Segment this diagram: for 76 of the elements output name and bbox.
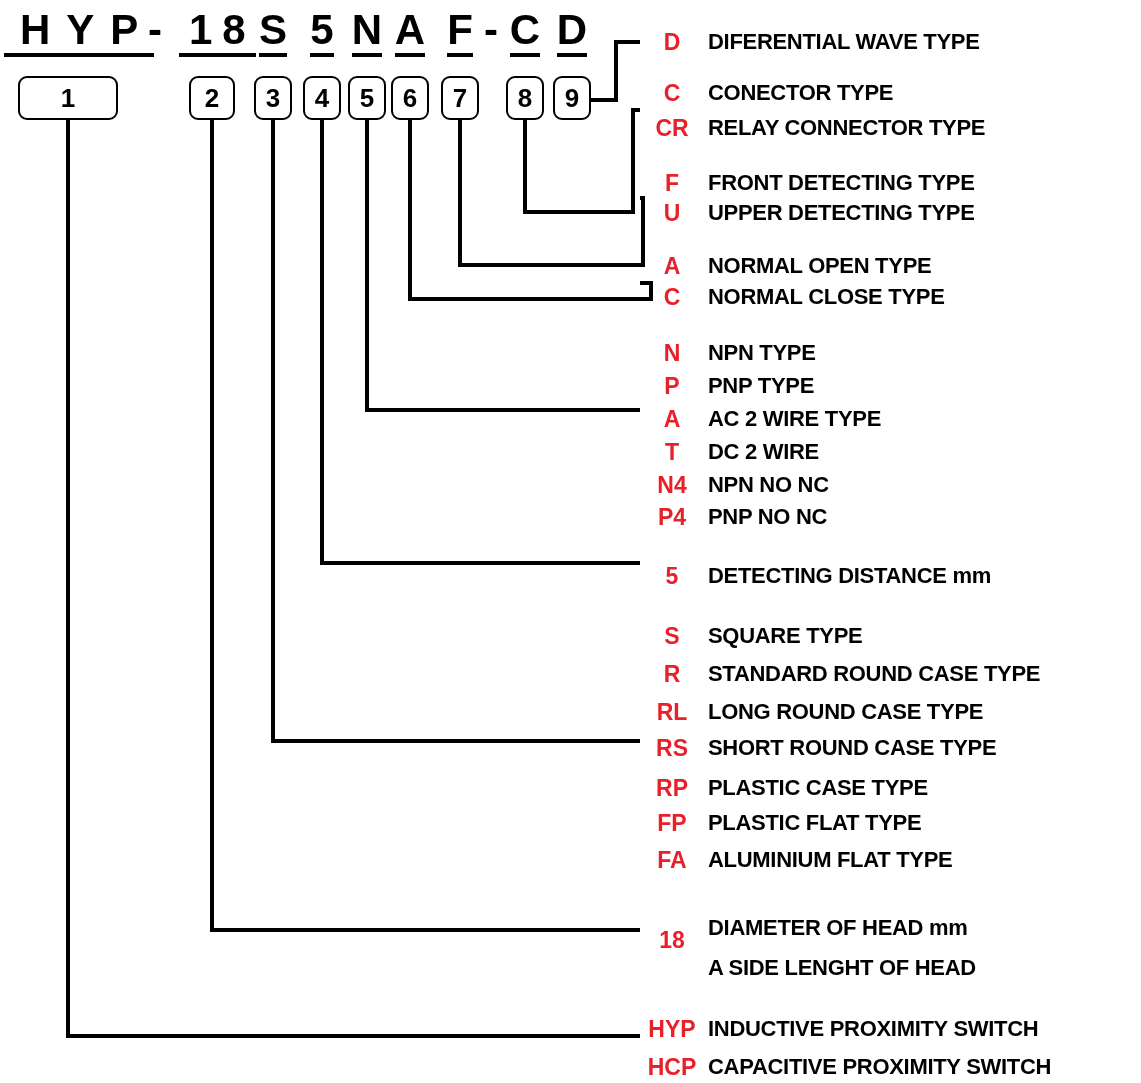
code-segment: C xyxy=(509,7,541,57)
option-code: T xyxy=(663,438,681,467)
position-number-box: 8 xyxy=(506,76,544,120)
option-code: HCP xyxy=(646,1053,698,1082)
option-code: A xyxy=(662,405,682,434)
leader-line xyxy=(210,120,640,932)
option-description: DIFERENTIAL WAVE TYPE xyxy=(708,28,980,56)
leader-line xyxy=(365,120,640,412)
leader-line xyxy=(458,120,645,267)
position-number-box: 9 xyxy=(553,76,591,120)
option-code: A xyxy=(662,252,682,281)
option-description: NORMAL OPEN TYPE xyxy=(708,252,932,280)
option-description: DC 2 WIRE xyxy=(708,438,819,466)
option-description: LONG ROUND CASE TYPE xyxy=(708,698,984,726)
option-description: SHORT ROUND CASE TYPE xyxy=(708,734,997,762)
position-number-box: 5 xyxy=(348,76,386,120)
option-description: A SIDE LENGHT OF HEAD xyxy=(708,954,976,982)
option-code: U xyxy=(662,199,682,228)
option-description: PLASTIC CASE TYPE xyxy=(708,774,928,802)
option-code: N xyxy=(662,339,682,368)
option-description: DIAMETER OF HEAD mm xyxy=(708,914,968,942)
option-code: F xyxy=(663,169,681,198)
code-segment: F xyxy=(447,7,473,57)
option-description: NPN NO NC xyxy=(708,471,829,499)
option-code: C xyxy=(662,283,682,312)
code-segment: S xyxy=(259,7,287,57)
separator-dash: - xyxy=(484,6,498,54)
option-description: PNP NO NC xyxy=(708,503,828,531)
option-description: NPN TYPE xyxy=(708,339,816,367)
option-description: AC 2 WIRE TYPE xyxy=(708,405,882,433)
position-number-box: 2 xyxy=(189,76,235,120)
position-number-box: 6 xyxy=(391,76,429,120)
option-description: NORMAL CLOSE TYPE xyxy=(708,283,945,311)
option-code: CR xyxy=(654,114,690,143)
option-description: PLASTIC FLAT TYPE xyxy=(708,809,922,837)
option-code: HYP xyxy=(647,1015,697,1044)
leader-line xyxy=(320,120,640,565)
code-segment: N xyxy=(351,7,383,57)
option-description: SQUARE TYPE xyxy=(708,622,863,650)
option-code: RS xyxy=(655,734,689,763)
option-description: FRONT DETECTING TYPE xyxy=(708,169,975,197)
leader-line xyxy=(591,40,640,102)
option-description: CAPACITIVE PROXIMITY SWITCH xyxy=(708,1053,1052,1081)
option-code: 5 xyxy=(664,562,680,591)
leader-line xyxy=(408,120,653,301)
option-code: C xyxy=(662,79,682,108)
code-segment: 5 xyxy=(310,7,334,57)
option-code: FA xyxy=(656,846,688,875)
option-code: P xyxy=(663,372,681,401)
leader-line xyxy=(271,120,640,743)
code-segment: A xyxy=(394,7,426,57)
option-code: S xyxy=(663,622,681,651)
option-description: RELAY CONNECTOR TYPE xyxy=(708,114,986,142)
option-description: CONECTOR TYPE xyxy=(708,79,894,107)
leader-line xyxy=(523,108,640,214)
option-code: N4 xyxy=(656,471,688,500)
option-code: P4 xyxy=(656,503,688,532)
option-code: R xyxy=(662,660,682,689)
option-code: D xyxy=(662,28,682,57)
option-description: ALUMINIUM FLAT TYPE xyxy=(708,846,953,874)
option-description: PNP TYPE xyxy=(708,372,814,400)
leader-line xyxy=(66,120,640,1038)
option-code: RP xyxy=(655,774,689,803)
position-number-box: 4 xyxy=(303,76,341,120)
code-segment: D xyxy=(556,7,588,57)
option-description: STANDARD ROUND CASE TYPE xyxy=(708,660,1041,688)
position-number-box: 1 xyxy=(18,76,118,120)
option-description: INDUCTIVE PROXIMITY SWITCH xyxy=(708,1015,1039,1043)
position-number-box: 7 xyxy=(441,76,479,120)
position-number-box: 3 xyxy=(254,76,292,120)
code-segment: 18 xyxy=(179,7,256,57)
option-code: RL xyxy=(655,698,689,727)
option-description: DETECTING DISTANCE mm xyxy=(708,562,991,590)
option-code: FP xyxy=(656,809,688,838)
option-description: UPPER DETECTING TYPE xyxy=(708,199,975,227)
option-code: 18 xyxy=(658,926,686,955)
